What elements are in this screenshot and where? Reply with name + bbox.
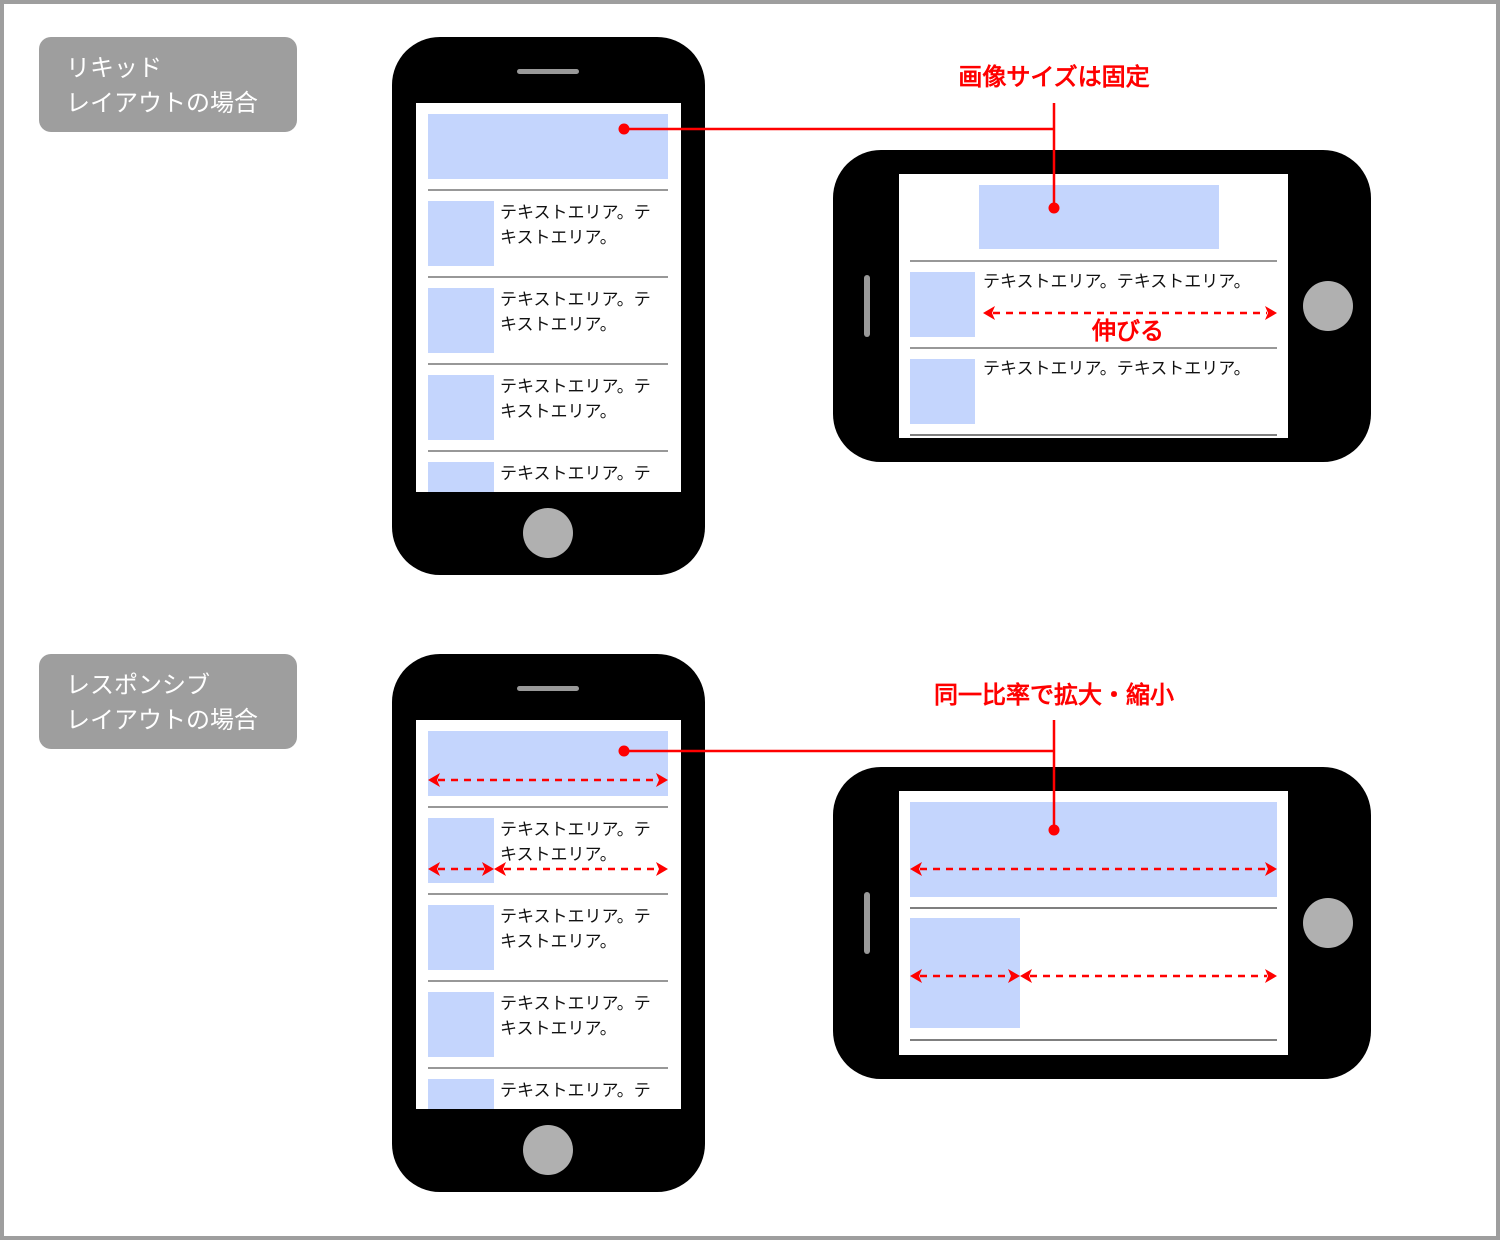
list-item-text: テキストエリア。テ bbox=[500, 907, 651, 927]
banner-image bbox=[428, 731, 668, 796]
list-item-text: テキストエリア。テ bbox=[500, 203, 651, 223]
banner-image bbox=[428, 114, 668, 179]
home-button-icon bbox=[1303, 281, 1353, 331]
banner-image bbox=[979, 185, 1219, 249]
thumbnail-image bbox=[428, 462, 494, 492]
list-item: テキストエリア。テキストエリア。 bbox=[910, 260, 1277, 337]
list-item-text: テキストエリア。テキストエリア。 bbox=[983, 359, 1251, 379]
list-item: テキストエリア。テキストエリア。 bbox=[428, 893, 668, 970]
screen-content: テキストエリア。テキストエリア。テキストエリア。テキストエリア。テキストエリア。… bbox=[428, 114, 668, 492]
scale-arrow-thumbnail bbox=[428, 862, 494, 876]
section-label-bg bbox=[39, 654, 297, 749]
thumbnail-image bbox=[910, 918, 1020, 1028]
list-item-text: テキストエリア。テ bbox=[500, 994, 651, 1014]
connector-dot bbox=[1048, 202, 1060, 214]
list-item: テキストエリア。テキストエリア。 bbox=[428, 276, 668, 353]
thumbnail-image bbox=[428, 992, 494, 1057]
thumbnail-image bbox=[910, 359, 975, 424]
list-item: テキストエリア。テ bbox=[428, 450, 668, 492]
list-item: テキストエリア。テキストエリア。 bbox=[428, 363, 668, 440]
thumbnail-image bbox=[428, 1079, 494, 1109]
list-item-text: テキストエリア。テキストエリア。 bbox=[983, 272, 1251, 292]
list-item: テキストエリア。テキストエリア。 bbox=[428, 980, 668, 1057]
scale-arrow-banner bbox=[428, 773, 668, 787]
arrowhead-left-icon bbox=[910, 969, 922, 983]
scale-arrow-text bbox=[1020, 969, 1277, 983]
home-button-icon bbox=[523, 1125, 573, 1175]
section-label-line: レスポンシブ bbox=[66, 671, 210, 699]
section-label-line: レイアウトの場合 bbox=[66, 706, 258, 734]
scale-arrow-text bbox=[494, 862, 668, 876]
list-item-text: テキストエリア。テ bbox=[500, 1081, 651, 1101]
thumbnail-image bbox=[428, 201, 494, 266]
list-item-text: テキストエリア。テ bbox=[500, 290, 651, 310]
thumbnail-image bbox=[428, 905, 494, 970]
connector-dot bbox=[618, 123, 630, 135]
arrowhead-right-icon bbox=[1008, 969, 1020, 983]
arrowhead-left-icon bbox=[1020, 969, 1032, 983]
banner-image bbox=[910, 802, 1277, 897]
arrowhead-right-icon bbox=[1265, 969, 1277, 983]
callout: 画像サイズは固定 bbox=[618, 63, 1150, 214]
list-item: テキストエリア。テキストエリア。 bbox=[428, 806, 668, 883]
list-item-text: キストエリア。 bbox=[500, 228, 617, 248]
list-item-text: キストエリア。 bbox=[500, 1019, 617, 1039]
liquid-layout-section: リキッドレイアウトの場合テキストエリア。テキストエリア。テキストエリア。テキスト… bbox=[39, 37, 1371, 575]
portrait-phone: テキストエリア。テキストエリア。テキストエリア。テキストエリア。テキストエリア。… bbox=[392, 654, 705, 1192]
callout-label: 画像サイズは固定 bbox=[958, 63, 1149, 91]
list-item-text: テキストエリア。テ bbox=[500, 377, 651, 397]
thumbnail-image bbox=[910, 272, 975, 337]
arrowhead-right-icon bbox=[656, 773, 668, 787]
arrowhead-right-icon bbox=[1265, 306, 1277, 320]
connector-dot bbox=[618, 745, 630, 757]
landscape-phone: テキストエリア。テキストエリア。テキストエリア。テキストエリア。伸びる bbox=[833, 150, 1371, 462]
stretch-arrow bbox=[983, 306, 1277, 320]
list-item-text: キストエリア。 bbox=[500, 402, 617, 422]
thumbnail-image bbox=[428, 818, 494, 883]
screen-content: テキストエリア。テキストエリア。テキストエリア。テキストエリア。テキストエリア。… bbox=[428, 731, 668, 1109]
list-item-text: キストエリア。 bbox=[500, 315, 617, 335]
arrowhead-left-icon bbox=[983, 306, 995, 320]
speaker-icon bbox=[517, 686, 579, 691]
speaker-icon bbox=[864, 892, 870, 954]
list-item: テキストエリア。テキストエリア。 bbox=[910, 347, 1277, 424]
callout: 同一比率で拡大・縮小 bbox=[618, 681, 1174, 836]
arrowhead-left-icon bbox=[494, 862, 506, 876]
responsive-layout-section: レスポンシブレイアウトの場合テキストエリア。テキストエリア。テキストエリア。テキ… bbox=[39, 654, 1371, 1192]
arrowhead-left-icon bbox=[910, 862, 922, 876]
scale-arrow-thumbnail bbox=[910, 969, 1020, 983]
thumbnail-image bbox=[428, 375, 494, 440]
section-label-bg bbox=[39, 37, 297, 132]
speaker-icon bbox=[864, 275, 870, 337]
scale-arrow-banner bbox=[910, 862, 1277, 876]
list-item-text: キストエリア。 bbox=[500, 845, 617, 865]
list-item-text: テキストエリア。テ bbox=[500, 464, 651, 484]
arrowhead-right-icon bbox=[656, 862, 668, 876]
stretch-label: 伸びる bbox=[1091, 317, 1164, 345]
list-item-text: テキストエリア。テ bbox=[500, 820, 651, 840]
list-item: テキストエリア。テキストエリア。 bbox=[428, 189, 668, 266]
connector-dot bbox=[1048, 824, 1060, 836]
arrowhead-right-icon bbox=[482, 862, 494, 876]
portrait-phone: テキストエリア。テキストエリア。テキストエリア。テキストエリア。テキストエリア。… bbox=[392, 37, 705, 575]
speaker-icon bbox=[517, 69, 579, 74]
section-label-line: リキッド bbox=[66, 54, 162, 82]
list-item: テキストエリア。テ bbox=[428, 1067, 668, 1109]
home-button-icon bbox=[1303, 898, 1353, 948]
landscape-phone bbox=[833, 767, 1371, 1079]
arrowhead-left-icon bbox=[428, 862, 440, 876]
arrowhead-right-icon bbox=[1265, 862, 1277, 876]
arrowhead-left-icon bbox=[428, 773, 440, 787]
home-button-icon bbox=[523, 508, 573, 558]
callout-label: 同一比率で拡大・縮小 bbox=[934, 681, 1174, 709]
thumbnail-image bbox=[428, 288, 494, 353]
section-label-line: レイアウトの場合 bbox=[66, 89, 258, 117]
list-item-text: キストエリア。 bbox=[500, 932, 617, 952]
